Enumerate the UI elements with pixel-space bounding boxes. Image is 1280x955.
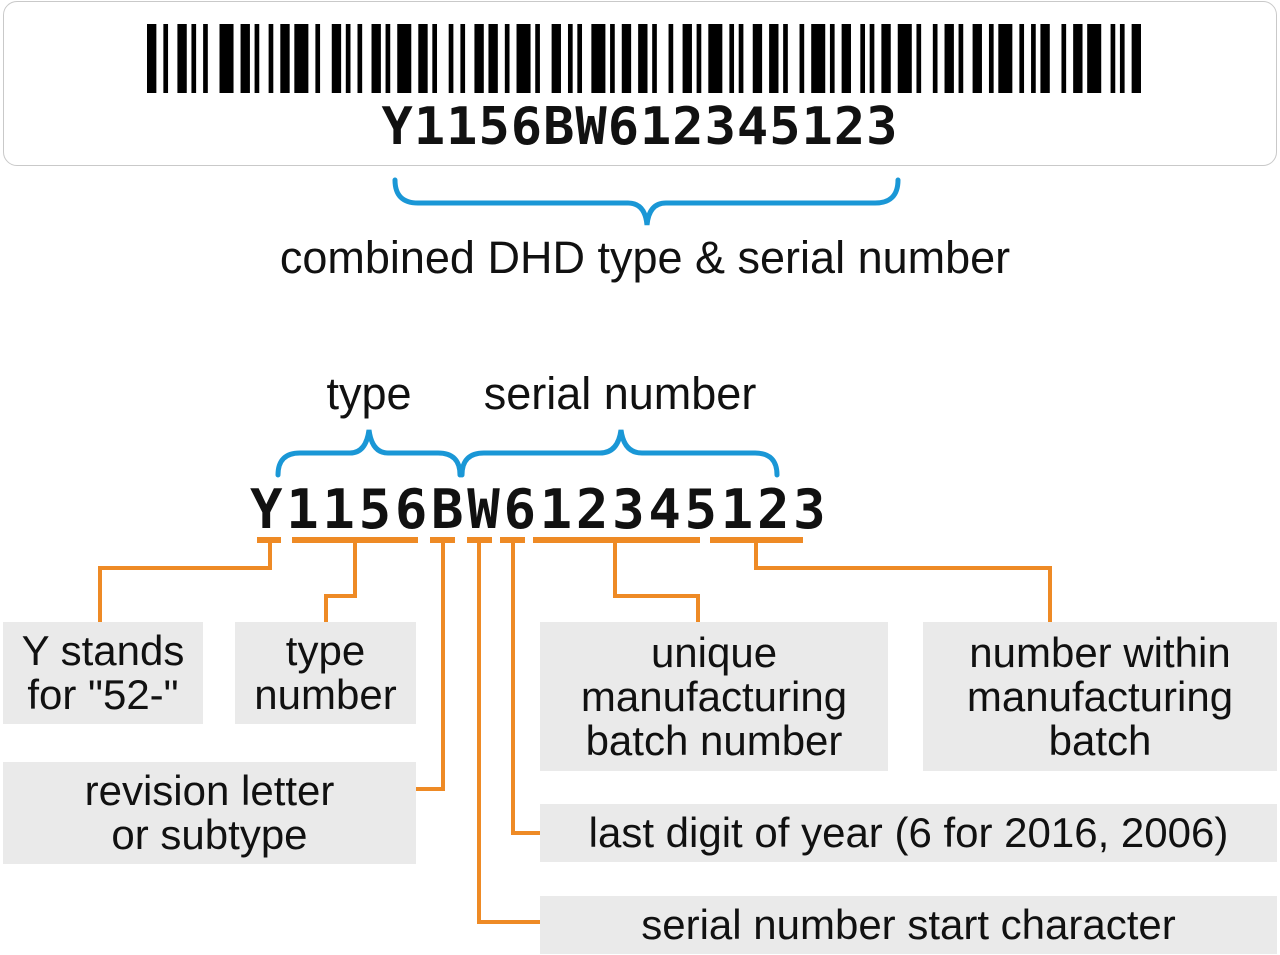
barcode-bar: [708, 24, 723, 93]
barcode-bar: [897, 24, 912, 93]
barcode-bar: [535, 24, 540, 93]
barcode-bar: [268, 24, 274, 93]
barcode-bar: [203, 24, 208, 93]
barcode-bar: [972, 24, 982, 93]
barcode-bar: [668, 24, 674, 93]
barcode-bar: [610, 24, 615, 93]
barcode-bar: [504, 24, 510, 93]
barcode-bar: [294, 24, 309, 93]
barcode-bar: [219, 24, 234, 93]
combined-brace: [392, 177, 901, 226]
barcode-bar: [1119, 24, 1125, 93]
barcode-bar: [315, 24, 321, 93]
barcode-bar: [958, 24, 964, 93]
barcode-bar: [696, 24, 702, 93]
connector-revision: [416, 540, 445, 791]
barcode-bar: [1061, 24, 1067, 93]
barcode-bar: [621, 24, 632, 93]
barcode-bar: [783, 24, 788, 93]
serial-brace: [459, 429, 780, 478]
barcode-bar: [881, 24, 891, 93]
barcode-bar: [769, 24, 779, 93]
barcode-bar: [177, 24, 187, 93]
barcode-bar: [1073, 24, 1083, 93]
barcode-bar: [385, 24, 391, 93]
barcode-bar: [932, 24, 938, 93]
start-char-note: serial number start character: [540, 896, 1277, 954]
barcode-bar: [841, 24, 851, 93]
barcode-bar: [869, 24, 875, 93]
barcode-bar: [860, 24, 866, 93]
barcode-bar: [474, 24, 484, 93]
barcode-bar: [729, 24, 735, 93]
barcode-bar: [432, 24, 438, 93]
barcode-bar: [357, 24, 363, 93]
barcode-bar: [1110, 24, 1116, 93]
barcode-bar: [638, 24, 648, 93]
barcode-bar: [682, 24, 692, 93]
barcode-bar: [551, 24, 561, 93]
barcode-bar: [567, 24, 573, 93]
type-header: type: [326, 368, 412, 419]
barcode-bar: [998, 24, 1013, 93]
barcode-bar: [460, 24, 466, 93]
connector-y: [98, 540, 272, 622]
barcode-bar: [191, 24, 197, 93]
connector-start-char: [477, 540, 540, 924]
barcode-bar: [371, 24, 381, 93]
barcode-bar: [147, 24, 157, 93]
connector-within-batch: [754, 540, 1052, 622]
connector-year: [511, 540, 540, 835]
barcode-bar: [448, 24, 454, 93]
barcode-bar: [1131, 24, 1141, 93]
barcode-bar: [418, 24, 428, 93]
barcode-bar: [591, 24, 606, 93]
connector-type-number: [324, 540, 357, 622]
barcode-bar: [163, 24, 169, 93]
barcode-bar: [1019, 24, 1025, 93]
code-breakdown: Y1156BW612345123: [250, 478, 830, 541]
barcode-bar: [577, 24, 583, 93]
barcode-bar: [944, 24, 954, 93]
barcode-bar: [345, 24, 351, 93]
barcode-bar: [516, 24, 531, 93]
label-code: Y1156BW612345123: [381, 97, 899, 157]
barcode-bar: [738, 24, 744, 93]
connector-batch: [613, 540, 700, 622]
barcode-bar: [280, 24, 290, 93]
combined-caption: combined DHD type & serial number: [279, 232, 1011, 283]
year-digit-note: last digit of year (6 for 2016, 2006): [540, 804, 1277, 862]
barcode-bar: [752, 24, 763, 93]
barcode-bar: [1087, 24, 1102, 93]
barcode-bar: [1031, 24, 1036, 93]
barcode-bar: [811, 24, 826, 93]
barcode-bar: [254, 24, 260, 93]
barcode-bar: [829, 24, 835, 93]
barcode-bar: [240, 24, 250, 93]
barcode-bar: [488, 24, 498, 93]
barcode-bar: [799, 24, 805, 93]
barcode-bar: [916, 24, 922, 93]
barcode-bar: [331, 24, 342, 93]
barcode-bar: [397, 24, 412, 93]
barcode-bar: [988, 24, 994, 93]
barcode-bar: [1040, 24, 1050, 93]
barcode-bar: [652, 24, 657, 93]
serial-header: serial number: [483, 368, 757, 419]
type-brace: [275, 429, 463, 478]
